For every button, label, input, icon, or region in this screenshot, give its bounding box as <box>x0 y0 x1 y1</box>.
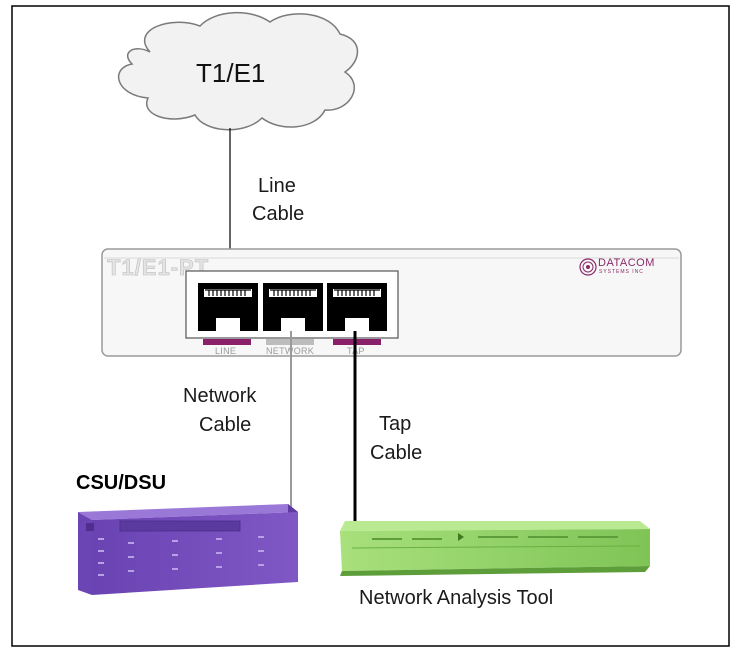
brand-sub-label: SYSTEMS INC <box>599 269 644 275</box>
port-label-line: LINE <box>215 346 236 356</box>
line-cable-label-1: Line <box>258 175 296 197</box>
datacom-logo: DATACOM SYSTEMS INC <box>579 257 655 276</box>
line-cable-label-2: Cable <box>252 203 304 225</box>
csu-dsu-label: CSU/DSU <box>76 472 166 494</box>
t1e1-pt-device: T1/E1-PT DATACOM SYSTEMS INC LINE <box>101 248 682 357</box>
t1e1-cloud: T1/E1 <box>117 12 359 131</box>
tap-cable-label-1: Tap <box>379 413 411 435</box>
port-label-network: NETWORK <box>266 346 314 356</box>
tap-cable-label-2: Cable <box>370 442 422 464</box>
network-cable-label-2: Cable <box>199 414 251 436</box>
network-cable-label-1: Network <box>183 385 257 407</box>
port-line[interactable]: LINE <box>198 283 258 356</box>
cloud-label: T1/E1 <box>196 58 265 88</box>
port-network[interactable]: NETWORK <box>263 283 323 356</box>
analyzer-label: Network Analysis Tool <box>359 587 553 609</box>
network-analysis-tool <box>340 521 650 576</box>
port-tap[interactable]: TAP <box>327 283 387 356</box>
device-model-label: T1/E1-PT <box>107 255 209 280</box>
brand-label: DATACOM <box>598 257 655 269</box>
csu-dsu-device <box>78 504 298 595</box>
